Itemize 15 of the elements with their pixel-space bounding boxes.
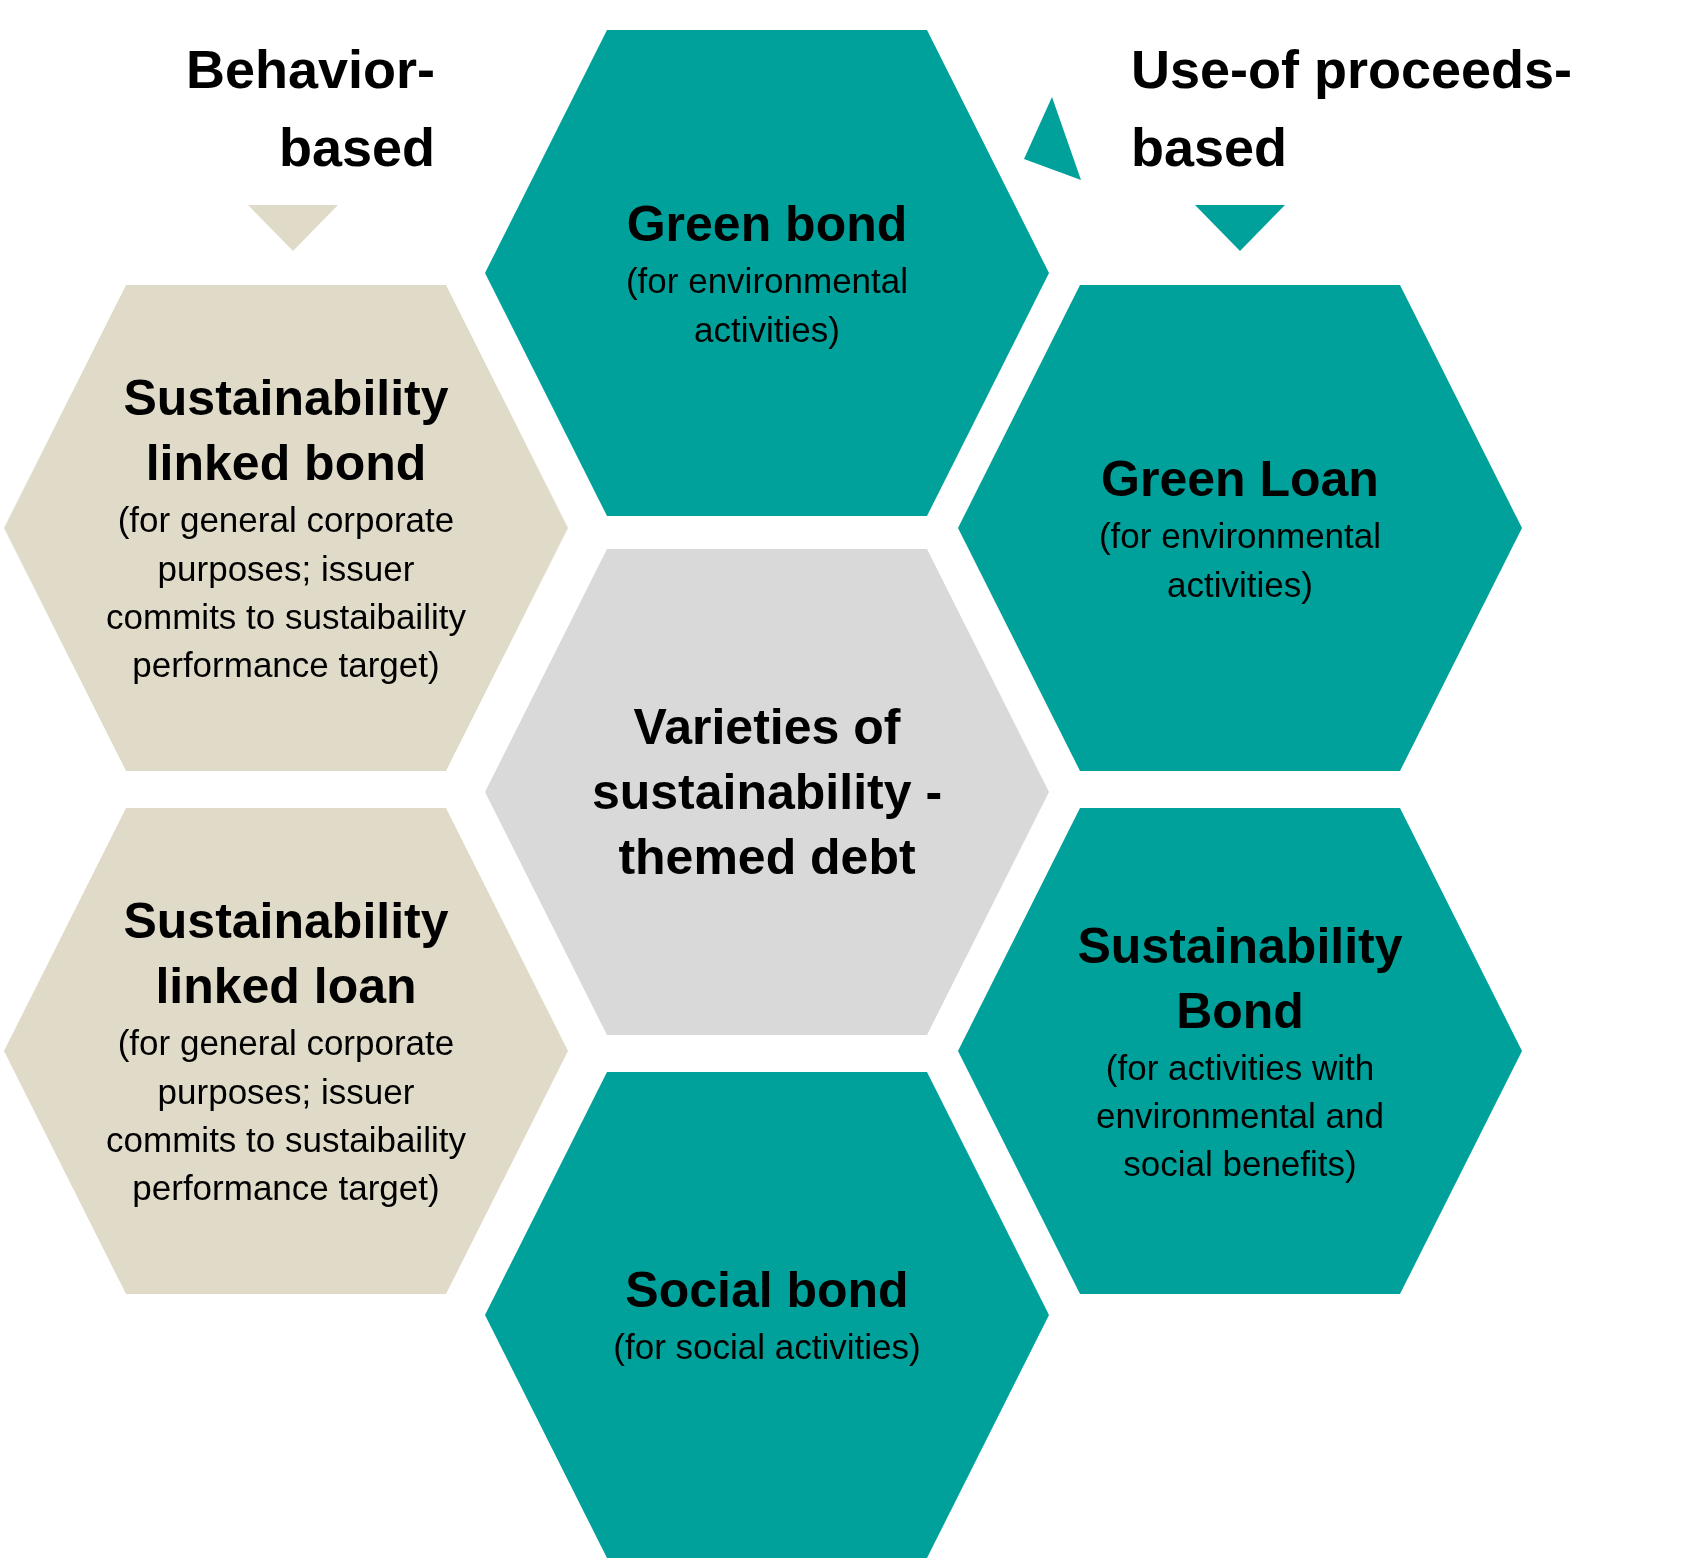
hexagon-description: (for social activities)	[613, 1326, 921, 1369]
hexagon-description: (for general corporate purposes; issuer commits to sustaibaility performance target)	[105, 499, 467, 687]
hexagon-title: Green bond	[626, 195, 908, 255]
hexagon-title: Sustainability Bond	[1076, 916, 1404, 1041]
category-heading: Use-of proceeds-based	[1131, 38, 1574, 180]
hexagon-description: (for general corporate purposes; issuer commits to sustaibaility performance target)	[105, 1022, 467, 1210]
hexagon-title: Social bond	[625, 1261, 909, 1321]
hexagon-title: Sustainability linked loan	[122, 892, 450, 1017]
hexagon-description: (for activities with environmental and social benefits)	[1095, 1046, 1385, 1186]
hexagon-description: (for environmental activities)	[624, 260, 910, 351]
category-heading: Behavior- based	[184, 38, 435, 180]
hexagon-title: Sustainability linked bond	[122, 369, 450, 494]
hexagon-title: Green Loan	[1101, 450, 1379, 510]
hexagon-title: Varieties of sustainability -themed debt	[590, 697, 944, 887]
hexagon-description: (for environmental activities)	[1097, 515, 1383, 606]
